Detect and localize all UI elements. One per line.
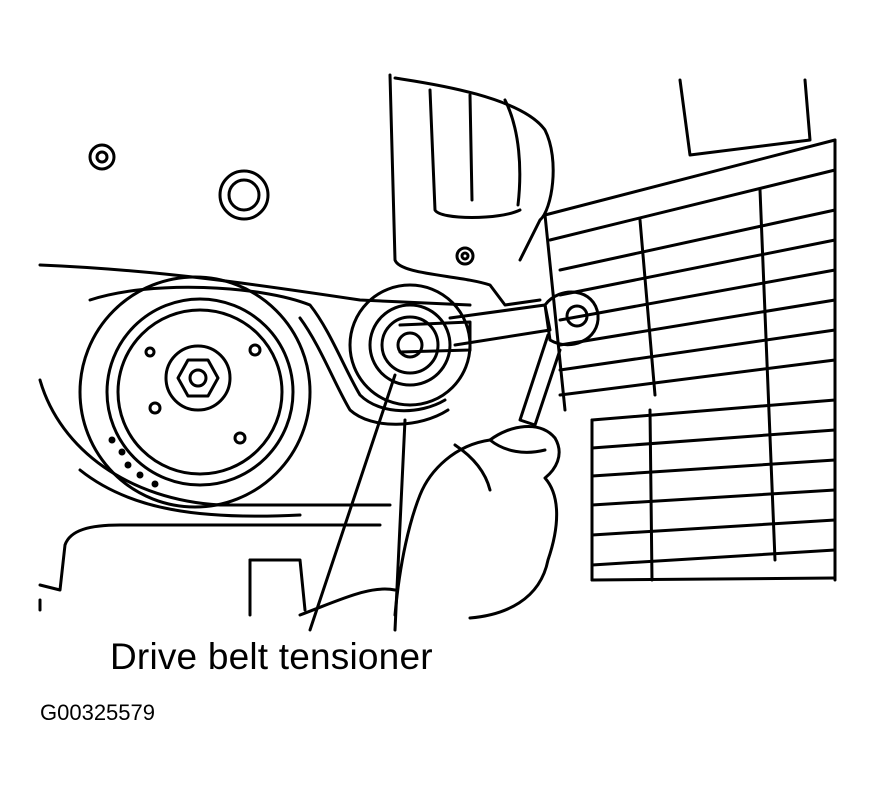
lower-body-panel (40, 525, 380, 615)
engine-bolt (90, 145, 114, 169)
radiator-grille (545, 80, 835, 580)
callout-leader-lines (310, 375, 405, 630)
drive-belt (40, 287, 448, 516)
hand (300, 426, 559, 618)
drive-belt-tensioner-label: Drive belt tensioner (110, 636, 433, 677)
engine-port-ring (220, 171, 268, 219)
crankshaft-pulley (80, 277, 310, 507)
wrench-tool (400, 292, 598, 425)
mounting-bracket (390, 75, 553, 305)
figure-id: G00325579 (40, 700, 155, 725)
